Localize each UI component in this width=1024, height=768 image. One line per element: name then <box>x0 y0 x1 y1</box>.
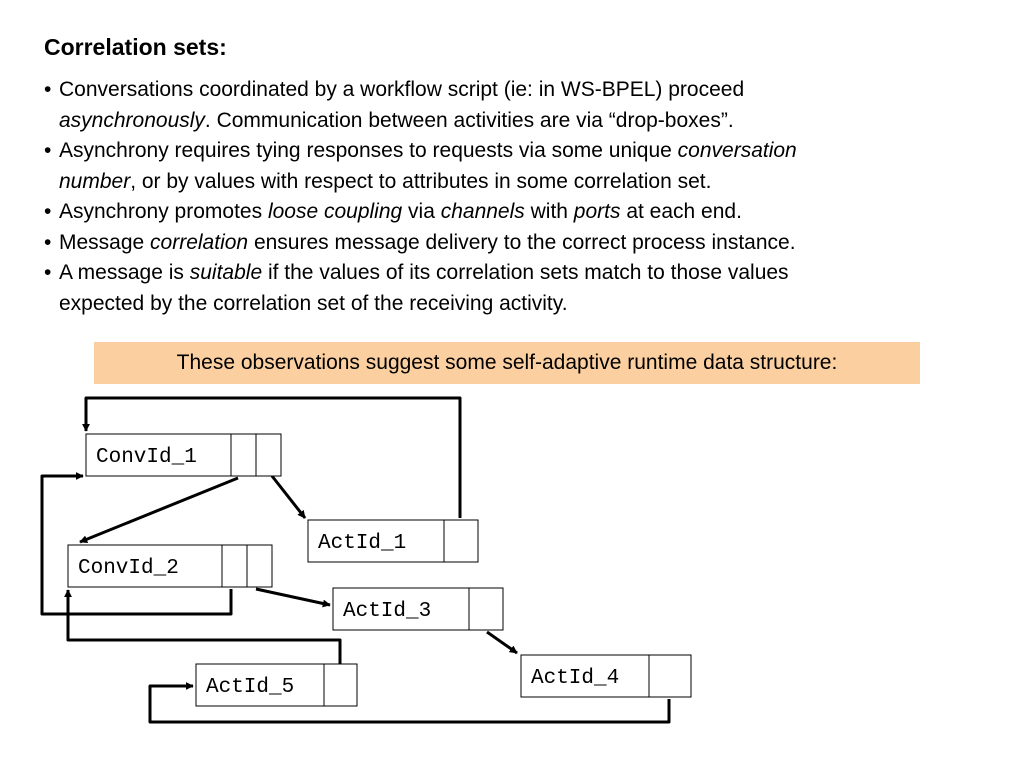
bullet-text: . Communication between activities are v… <box>204 108 734 132</box>
emphasis-text: number <box>59 169 131 193</box>
callout-box: These observations suggest some self-ada… <box>94 342 920 384</box>
bullet-item: Asynchrony promotes loose coupling via c… <box>44 197 974 228</box>
bullet-text: A message is <box>59 261 190 284</box>
slide-title: Correlation sets: <box>44 34 227 60</box>
pointer-arrow-act5-to-conv2 <box>64 589 342 664</box>
bullet-item: Asynchrony requires tying responses to r… <box>44 136 974 197</box>
bullet-text: Conversations coordinated by a workflow … <box>59 78 745 101</box>
bullet-text: with <box>524 200 574 223</box>
node-act3: ActId_3 <box>332 587 504 631</box>
node-act1: ActId_1 <box>307 519 479 563</box>
emphasis-text: asynchronously <box>59 108 205 132</box>
pointer-arrow-conv2-to-conv1 <box>40 472 233 616</box>
node-label: ActId_1 <box>318 532 406 555</box>
pointer-arrow-conv2-to-act3 <box>255 587 331 608</box>
bullet-text: expected by the correlation set of the r… <box>59 291 568 315</box>
node-box <box>520 654 692 698</box>
pointer-arrow-conv1-to-conv2 <box>79 476 239 544</box>
node-act4: ActId_4 <box>520 654 692 698</box>
emphasis-text: correlation <box>150 230 249 254</box>
emphasis-text: suitable <box>189 261 263 284</box>
node-label: ActId_4 <box>531 667 619 690</box>
node-label: ConvId_2 <box>78 557 179 580</box>
bullet-text: Asynchrony requires tying responses to r… <box>59 139 678 162</box>
node-label: ConvId_1 <box>96 446 197 469</box>
node-conv1: ConvId_1 <box>85 433 282 477</box>
bullet-item: A message is suitable if the values of i… <box>44 258 974 319</box>
node-box <box>85 433 282 477</box>
emphasis-text: ports <box>573 200 621 223</box>
bullet-text: Message <box>59 230 151 254</box>
bullet-text: ensures message delivery to the correct … <box>248 230 796 254</box>
node-conv2: ConvId_2 <box>67 544 273 588</box>
emphasis-text: loose coupling <box>267 200 403 223</box>
node-box <box>67 544 273 588</box>
node-label: ActId_3 <box>343 600 431 623</box>
emphasis-text: conversation <box>677 139 797 162</box>
bullet-text: at each end. <box>620 200 742 223</box>
bullet-item: Message correlation ensures message deli… <box>44 228 974 259</box>
node-act5: ActId_5 <box>195 663 358 707</box>
bullet-text: , or by values with respect to attribute… <box>130 169 712 193</box>
pointer-arrow-conv1-to-act1 <box>270 475 307 519</box>
node-box <box>195 663 358 707</box>
pointer-arrow-act3-to-act4 <box>486 630 518 655</box>
pointer-arrow-act4-to-act5 <box>148 682 671 724</box>
bullet-text: via <box>402 200 441 223</box>
bullet-item: Conversations coordinated by a workflow … <box>44 75 974 136</box>
bullet-text: if the values of its correlation sets ma… <box>262 261 789 284</box>
node-label: ActId_5 <box>206 676 294 699</box>
bullet-list: Conversations coordinated by a workflow … <box>44 75 974 319</box>
bullet-text: Asynchrony promotes <box>59 200 268 223</box>
callout-text: These observations suggest some self-ada… <box>176 351 838 374</box>
emphasis-text: channels <box>440 200 525 223</box>
node-box <box>332 587 504 631</box>
node-box <box>307 519 479 563</box>
pointer-arrow-act1-to-conv1 <box>82 396 462 518</box>
